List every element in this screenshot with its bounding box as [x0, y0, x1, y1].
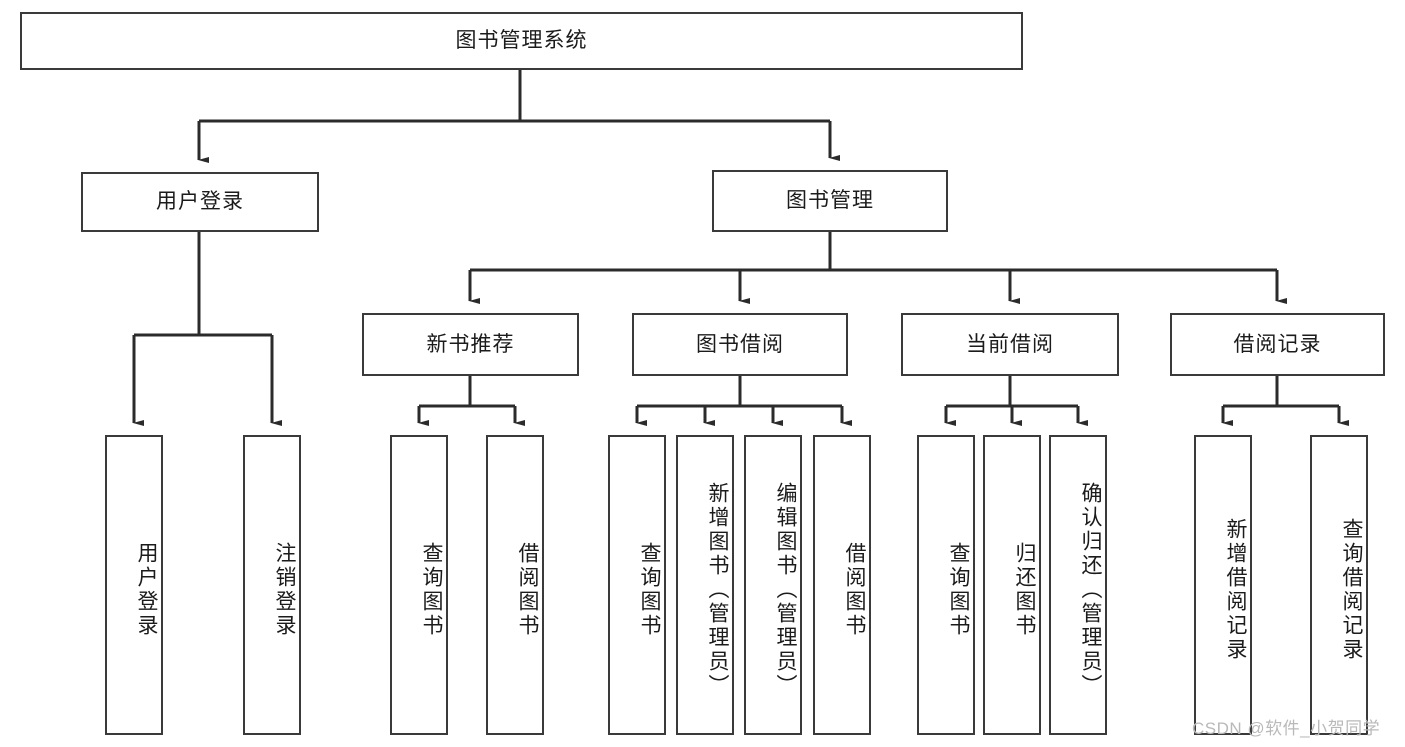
node-user-login[interactable]: 用户登录 [81, 172, 319, 232]
node-label: 借阅图书 [516, 542, 539, 638]
node-label: 用户登录 [156, 190, 244, 214]
node-label: 当前借阅 [966, 332, 1054, 356]
leaf-add-borrow-record[interactable]: 新增借阅记录 [1194, 435, 1252, 735]
leaf-borrow-books-new[interactable]: 借阅图书 [486, 435, 544, 735]
node-borrowing-records[interactable]: 借阅记录 [1170, 313, 1385, 376]
leaf-edit-book-admin[interactable]: 编辑图书（管理员） [744, 435, 802, 735]
node-label: 图书管理 [786, 189, 874, 213]
leaf-user-login[interactable]: 用户登录 [105, 435, 163, 735]
node-label: 图书借阅 [696, 332, 784, 356]
node-label: 新书推荐 [426, 332, 515, 356]
leaf-add-book-admin[interactable]: 新增图书（管理员） [676, 435, 734, 735]
node-label: 查询图书 [638, 542, 661, 638]
node-label: 借阅图书 [843, 542, 866, 638]
node-label: 图书管理系统 [455, 29, 588, 53]
node-label: 注销登录 [273, 542, 296, 638]
node-book-borrowing[interactable]: 图书借阅 [632, 313, 848, 376]
node-label: 查询图书 [420, 542, 443, 638]
leaf-query-borrow-record[interactable]: 查询借阅记录 [1310, 435, 1368, 735]
leaf-confirm-return-admin[interactable]: 确认归还（管理员） [1049, 435, 1107, 735]
csdn-watermark: CSDN @软件_小贺同学 [1192, 719, 1381, 738]
leaf-query-books-current[interactable]: 查询图书 [917, 435, 975, 735]
node-current-borrowing[interactable]: 当前借阅 [901, 313, 1119, 376]
node-root-book-management-system[interactable]: 图书管理系统 [20, 12, 1023, 70]
leaf-query-books-borrow[interactable]: 查询图书 [608, 435, 666, 735]
leaf-logout[interactable]: 注销登录 [243, 435, 301, 735]
node-new-book-recommendation[interactable]: 新书推荐 [362, 313, 579, 376]
leaf-query-books-new[interactable]: 查询图书 [390, 435, 448, 735]
leaf-borrow-books-borrow[interactable]: 借阅图书 [813, 435, 871, 735]
node-label: 借阅记录 [1233, 332, 1322, 356]
node-label: 查询图书 [947, 542, 970, 638]
node-book-management[interactable]: 图书管理 [712, 170, 948, 232]
node-label: 查询借阅记录 [1340, 518, 1363, 662]
node-label: 确认归还（管理员） [1079, 482, 1102, 698]
node-label: 新增借阅记录 [1224, 518, 1247, 662]
node-label: 归还图书 [1013, 542, 1036, 638]
node-label: 编辑图书（管理员） [774, 482, 797, 698]
node-label: 用户登录 [135, 542, 158, 638]
node-label: 新增图书（管理员） [706, 482, 729, 698]
leaf-return-books[interactable]: 归还图书 [983, 435, 1041, 735]
